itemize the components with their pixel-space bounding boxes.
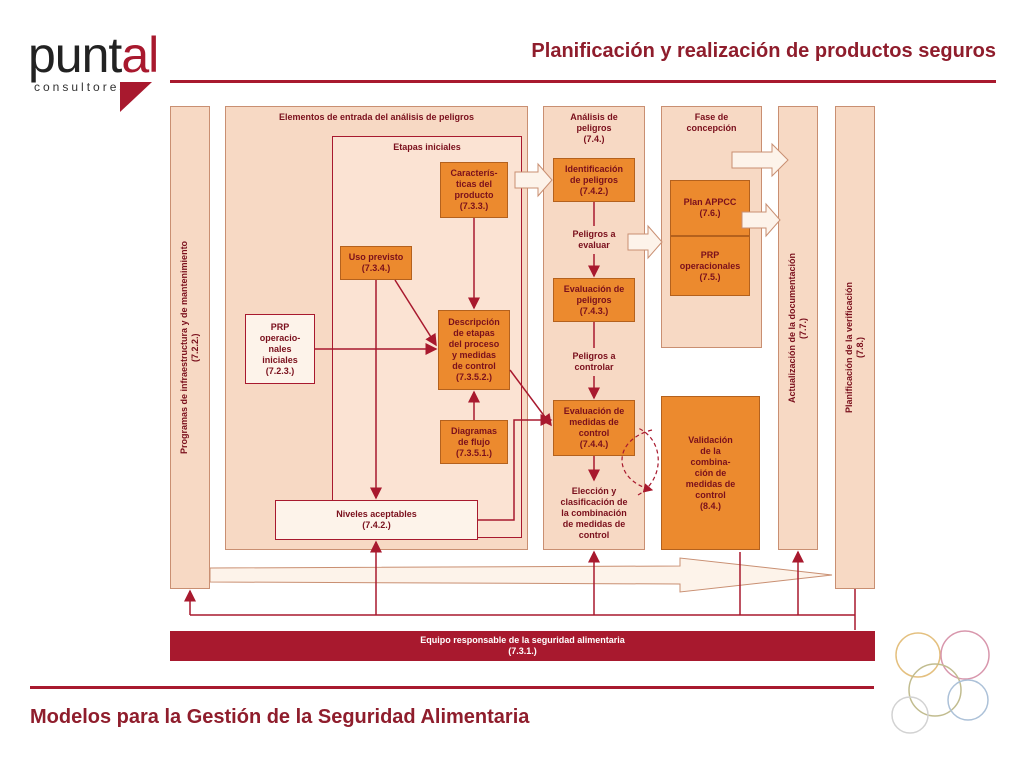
input-elements-title: Elementos de entrada del análisis de pel… xyxy=(278,112,475,122)
logo-subtitle: consultores xyxy=(34,80,129,94)
hazards-to-control-label: Peligros a controlar xyxy=(572,351,616,372)
block-arrow-to-identification xyxy=(514,162,553,198)
hazard-evaluation-node: Evaluación de peligros (7.4.3.) xyxy=(553,278,635,322)
intended-use-node: Uso previsto (7.3.4.) xyxy=(340,246,412,280)
block-arrow-plan-appcc xyxy=(741,202,781,238)
hazard-identification-node: Identificación de peligros (7.4.2.) xyxy=(553,158,635,202)
initial-prp-node: PRP operacio- nales iniciales (7.2.3.) xyxy=(245,314,315,384)
haccp-plan-node: Plan APPCC (7.6.) xyxy=(670,180,750,236)
flow-diagrams-node: Diagramas de flujo (7.3.5.1.) xyxy=(440,420,508,464)
logo-triangle-icon xyxy=(120,82,152,112)
operational-prp-node: PRP operacionales (7.5.) xyxy=(670,236,750,296)
block-arrow-bottom xyxy=(209,557,833,593)
verification-planning-bar xyxy=(835,106,875,589)
product-characteristics-node: Caracterís- ticas del producto (7.3.3.) xyxy=(440,162,508,218)
process-description-node: Descripción de etapas del proceso y medi… xyxy=(438,310,510,390)
header-rule xyxy=(170,80,996,83)
acceptable-levels-node: Niveles aceptables (7.4.2.) xyxy=(275,500,478,540)
block-arrow-design-top xyxy=(731,142,789,178)
footer-rule xyxy=(30,686,874,689)
food-safety-team-bar: Equipo responsable de la seguridad alime… xyxy=(170,631,875,661)
infra-programs-bar xyxy=(170,106,210,589)
footer-title: Modelos para la Gestión de la Seguridad … xyxy=(30,706,530,728)
initial-stages-title: Etapas iniciales xyxy=(393,142,461,152)
decorative-logo-graphic xyxy=(891,630,990,734)
documentation-update-bar xyxy=(778,106,818,550)
control-measures-evaluation-node: Evaluación de medidas de control (7.4.4.… xyxy=(553,400,635,456)
block-arrow-to-design xyxy=(627,224,663,260)
page-title: Planificación y realización de productos… xyxy=(531,40,996,62)
logo: puntal xyxy=(28,27,159,83)
hazards-to-evaluate-label: Peligros a evaluar xyxy=(572,229,616,250)
validation-node: Validación de la combina- ción de medida… xyxy=(661,396,760,550)
control-combination-selection-label: Elección y clasificación de la combinaci… xyxy=(560,485,628,540)
